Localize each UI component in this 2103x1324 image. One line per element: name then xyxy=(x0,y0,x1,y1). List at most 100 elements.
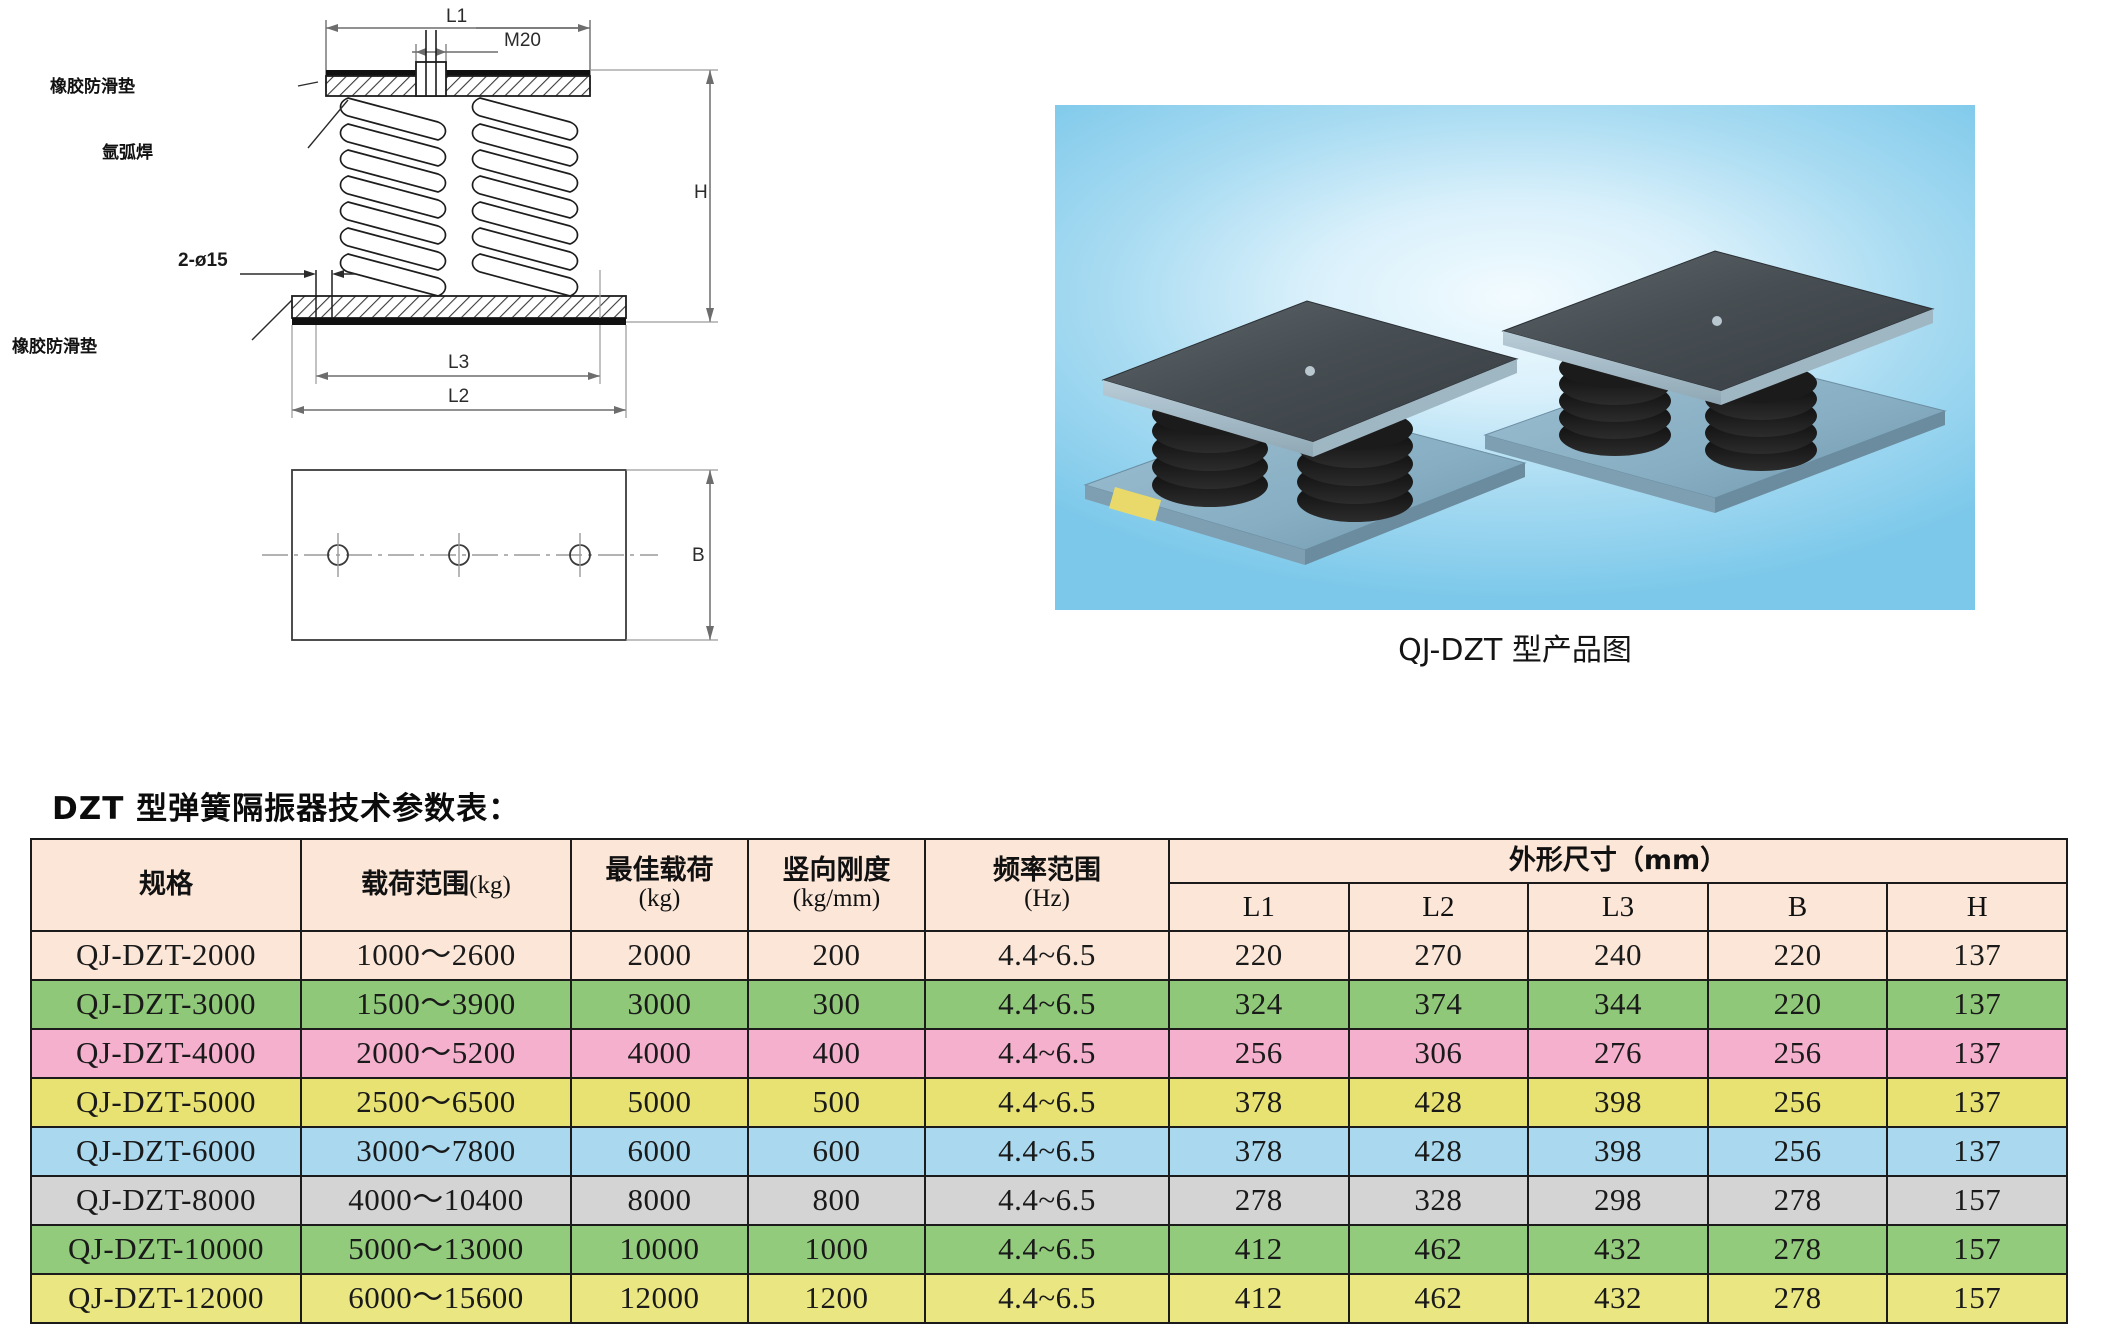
cell-l3: 344 xyxy=(1527,979,1709,1030)
cell-l1: 278 xyxy=(1168,1175,1350,1226)
cell-h: 137 xyxy=(1886,930,2068,981)
cell-l3: 432 xyxy=(1527,1224,1709,1275)
product-photo-panel: QJ-DZT 型产品图 xyxy=(1055,105,1975,668)
cell-best-load: 3000 xyxy=(570,979,749,1030)
header-row-inner: L1 L2 L3 B H xyxy=(31,882,2068,932)
cell-b: 256 xyxy=(1706,1028,1889,1079)
cell-l1: 412 xyxy=(1168,1273,1350,1324)
cell-l3: 398 xyxy=(1527,1126,1709,1177)
th-frequency-text: 频率范围 xyxy=(993,855,1101,887)
cell-l2: 270 xyxy=(1347,930,1530,981)
cell-load-range: 5000～13000 xyxy=(300,1224,572,1275)
th-load-range-text: 载荷范围 xyxy=(361,868,470,900)
th-stiffness-text: 竖向刚度 xyxy=(782,855,891,887)
cell-stiffness: 1200 xyxy=(747,1273,926,1324)
cell-stiffness: 800 xyxy=(747,1175,926,1226)
cell-l2: 306 xyxy=(1347,1028,1530,1079)
cell-frequency: 4.4~6.5 xyxy=(924,1126,1170,1177)
product-photo-svg xyxy=(1083,250,1947,565)
dim-label-l3: L3 xyxy=(448,352,470,373)
cell-l3: 240 xyxy=(1527,930,1709,981)
cell-frequency: 4.4~6.5 xyxy=(924,979,1170,1030)
table-title: DZT 型弹簧隔振器技术参数表： xyxy=(52,791,521,827)
cell-model: QJ-DZT-4000 xyxy=(30,1028,302,1079)
cell-b: 278 xyxy=(1706,1224,1889,1275)
th-h: H xyxy=(1886,882,2068,932)
cell-model: QJ-DZT-10000 xyxy=(30,1224,302,1275)
th-l1: L1 xyxy=(1168,882,1350,932)
cell-best-load: 6000 xyxy=(570,1126,749,1177)
drawing-svg xyxy=(240,20,718,641)
cell-model: QJ-DZT-12000 xyxy=(30,1273,302,1324)
cell-l1: 378 xyxy=(1168,1077,1350,1128)
cell-best-load: 8000 xyxy=(570,1175,749,1226)
cell-l2: 328 xyxy=(1347,1175,1530,1226)
label-rubber-pad-top: 橡胶防滑垫 xyxy=(50,77,135,97)
label-rubber-pad-bottom: 橡胶防滑垫 xyxy=(12,337,97,357)
cell-l2: 428 xyxy=(1347,1126,1530,1177)
cell-b: 278 xyxy=(1706,1273,1889,1324)
cell-frequency: 4.4~6.5 xyxy=(924,1077,1170,1128)
cell-b: 256 xyxy=(1706,1126,1889,1177)
th-b: B xyxy=(1706,882,1889,932)
th-load-range-unit: (kg) xyxy=(469,871,511,899)
cell-best-load: 12000 xyxy=(570,1273,749,1324)
dim-label-b: B xyxy=(692,545,705,566)
cell-l2: 374 xyxy=(1347,979,1530,1030)
th-best-load: 最佳载荷 (kg) xyxy=(570,838,749,932)
cell-frequency: 4.4~6.5 xyxy=(924,1224,1170,1275)
cell-best-load: 10000 xyxy=(570,1224,749,1275)
th-dimensions-group: 外形尺寸（mm） xyxy=(1168,838,2068,884)
th-stiffness-unit: (kg/mm) xyxy=(792,885,881,913)
cell-h: 137 xyxy=(1886,979,2068,1030)
cell-model: QJ-DZT-2000 xyxy=(30,930,302,981)
label-arc-weld: 氩弧焊 xyxy=(102,143,153,163)
th-stiffness: 竖向刚度 (kg/mm) xyxy=(747,838,926,932)
th-load-range: 载荷范围(kg) xyxy=(300,838,572,932)
product-photo-caption: QJ-DZT 型产品图 xyxy=(1398,633,1632,668)
cell-b: 256 xyxy=(1706,1077,1889,1128)
cell-l1: 324 xyxy=(1168,979,1350,1030)
cell-stiffness: 500 xyxy=(747,1077,926,1128)
cell-l3: 432 xyxy=(1527,1273,1709,1324)
cell-load-range: 1000～2600 xyxy=(300,930,572,981)
cell-h: 137 xyxy=(1886,1077,2068,1128)
top-illustration-area: 橡胶防滑垫 氩弧焊 2-ø15 橡胶防滑垫 L1 M20 H L3 L2 B xyxy=(12,6,1975,668)
cell-model: QJ-DZT-8000 xyxy=(30,1175,302,1226)
cell-h: 137 xyxy=(1886,1028,2068,1079)
cell-stiffness: 600 xyxy=(747,1126,926,1177)
cell-b: 220 xyxy=(1706,930,1889,981)
cell-load-range: 2500～6500 xyxy=(300,1077,572,1128)
cell-h: 137 xyxy=(1886,1126,2068,1177)
label-holes-2-d15: 2-ø15 xyxy=(178,250,228,271)
cell-stiffness: 400 xyxy=(747,1028,926,1079)
cell-l1: 256 xyxy=(1168,1028,1350,1079)
cell-b: 220 xyxy=(1706,979,1889,1030)
cell-l1: 412 xyxy=(1168,1224,1350,1275)
cell-stiffness: 300 xyxy=(747,979,926,1030)
cell-frequency: 4.4~6.5 xyxy=(924,1273,1170,1324)
cell-best-load: 2000 xyxy=(570,930,749,981)
th-l3: L3 xyxy=(1527,882,1709,932)
th-frequency-unit: (Hz) xyxy=(1024,885,1070,913)
cell-l3: 298 xyxy=(1527,1175,1709,1226)
cell-model: QJ-DZT-3000 xyxy=(30,979,302,1030)
cell-stiffness: 1000 xyxy=(747,1224,926,1275)
product-photo xyxy=(1055,105,1975,610)
dim-label-l1: L1 xyxy=(446,6,468,27)
spec-table-head: 规格 载荷范围(kg) 最佳载荷 (kg) 竖向刚度 (kg/mm) 频率范围 … xyxy=(30,838,2068,932)
cell-l2: 428 xyxy=(1347,1077,1530,1128)
cell-l2: 462 xyxy=(1347,1273,1530,1324)
th-frequency: 频率范围 (Hz) xyxy=(924,838,1170,932)
cell-stiffness: 200 xyxy=(747,930,926,981)
cell-load-range: 3000～7800 xyxy=(300,1126,572,1177)
dim-label-h: H xyxy=(694,182,708,203)
cell-load-range: 4000～10400 xyxy=(300,1175,572,1226)
cell-best-load: 4000 xyxy=(570,1028,749,1079)
cell-load-range: 6000～15600 xyxy=(300,1273,572,1324)
